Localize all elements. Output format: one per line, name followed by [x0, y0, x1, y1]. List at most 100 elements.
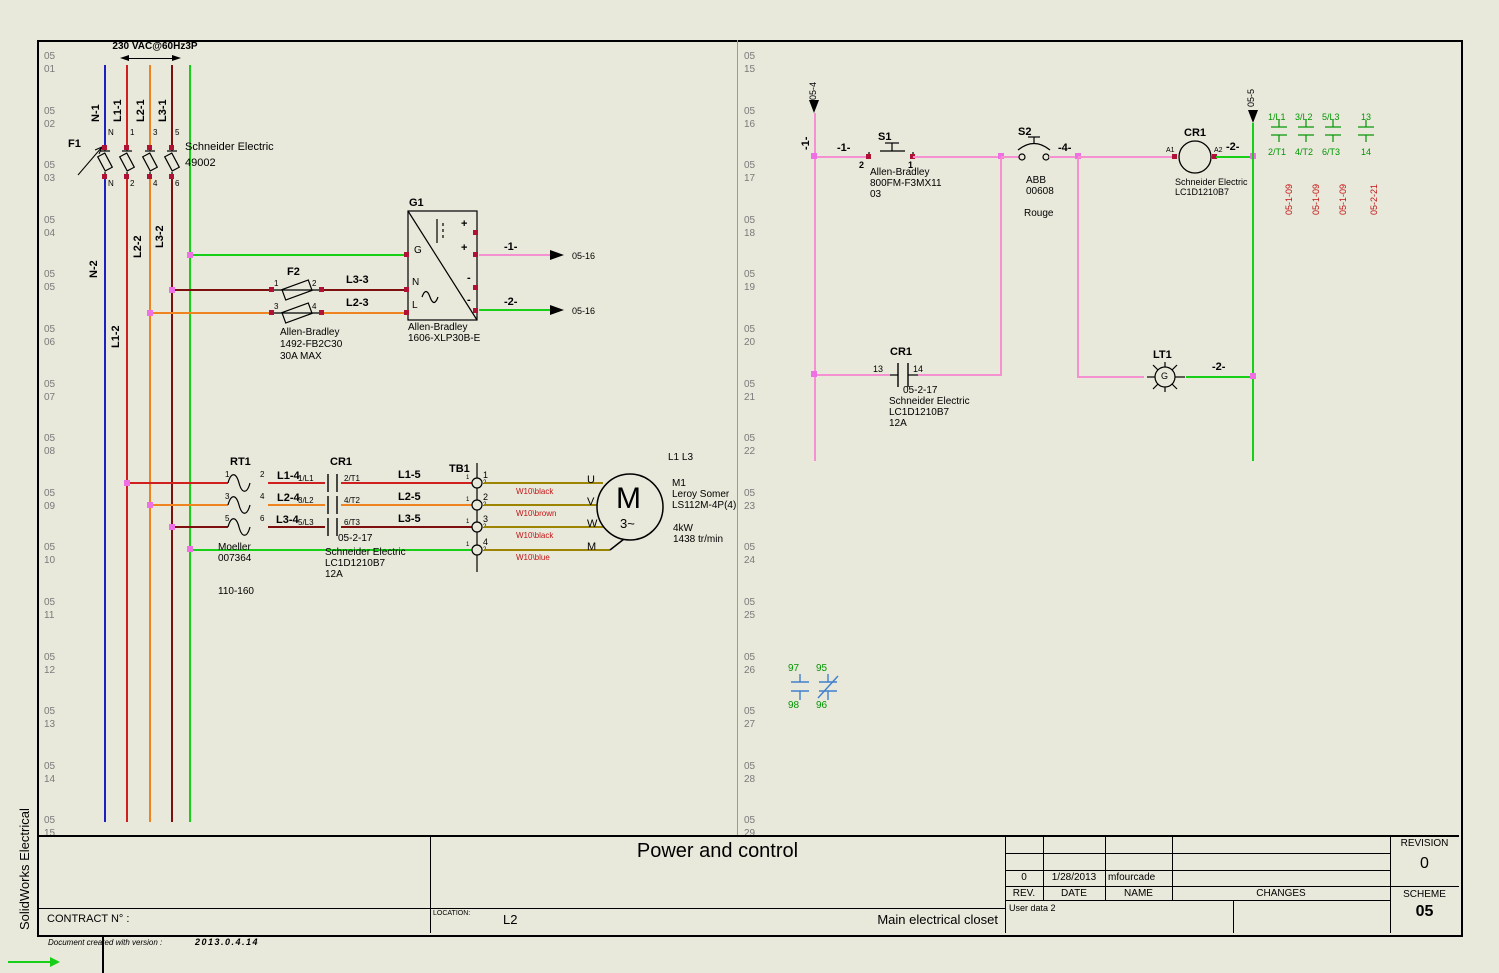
g1-power-supply-symbol[interactable]	[405, 205, 485, 325]
m1-motor-symbol[interactable]	[560, 445, 760, 580]
g1-term-minus: -	[467, 272, 471, 284]
s2-pushbutton-symbol[interactable]	[1012, 128, 1057, 163]
f2-fuse-symbol[interactable]	[265, 275, 335, 330]
xref-col-top: 1/L1	[1268, 112, 1286, 122]
rev-date: 1/28/2013	[1051, 872, 1097, 883]
wire-l15	[341, 482, 472, 484]
xref-col-bot: 4/T2	[1295, 147, 1314, 157]
aux-term-97: 97	[788, 663, 800, 674]
wire-l22-to-f2	[150, 312, 272, 314]
rev-header-date: DATE	[1061, 888, 1087, 899]
cr1-coil-manufacturer: Schneider Electric	[1175, 177, 1248, 187]
cr1-aux-contact-symbol[interactable]	[888, 360, 918, 390]
rev-table-col	[1105, 835, 1106, 900]
sidebar-app-label: SolidWorks Electrical	[17, 808, 32, 930]
s1-tag: S1	[878, 131, 892, 143]
tb1-side: 1	[466, 475, 470, 481]
cr1-coil-a1: A1	[1166, 147, 1175, 154]
row-marker: 05 21	[744, 378, 756, 403]
userdata-divider	[1233, 900, 1234, 933]
g1-term-l: L	[412, 300, 418, 311]
row-marker: 05 16	[744, 105, 756, 130]
wire-pe-tb1	[190, 549, 472, 551]
xref-col-top: 5/L3	[1322, 112, 1340, 122]
cr1-aux-note: 12A	[889, 418, 907, 429]
wire-label-l14: L1-4	[277, 470, 300, 482]
xref-col-bot: 6/T3	[1322, 147, 1341, 157]
row-marker: 05 10	[44, 542, 56, 567]
wire-l24	[268, 504, 325, 506]
cr1-term: 5/L3	[298, 518, 314, 527]
cr1-power-tag: CR1	[330, 456, 353, 468]
f1-term: 6	[175, 179, 180, 188]
location-label: LOCATION:	[433, 910, 471, 917]
g1-term-n: N	[412, 277, 420, 288]
wire-label-l33: L3-3	[346, 274, 369, 286]
wire-l1-1	[126, 65, 128, 148]
wire-l2-rt1	[150, 504, 228, 506]
row-marker: 05 02	[44, 105, 56, 130]
lt1-lamp-symbol[interactable]	[1144, 356, 1188, 400]
xref-col-ref: 05-1-09	[1338, 183, 1348, 215]
wire-ctrl-right-vert	[1252, 123, 1254, 461]
tb1-terminal-strip-symbol[interactable]	[463, 460, 493, 575]
motor-reference: LS112M-4P(4)	[672, 500, 737, 511]
motor-pe-label: L1 L3	[668, 452, 694, 463]
rev-table-line	[1005, 853, 1390, 854]
rt1-term: 3	[225, 492, 230, 501]
motor-tag: M1	[672, 478, 686, 489]
row-marker: 05 22	[744, 433, 756, 458]
drawing-border	[37, 40, 1463, 937]
cr1-aux-reference: LC1D1210B7	[889, 407, 950, 418]
row-marker: 05 25	[744, 596, 756, 621]
f1-manufacturer: Schneider Electric	[185, 141, 274, 153]
contract-label: CONTRACT N° :	[47, 913, 130, 925]
pan-arrow-line	[8, 961, 50, 963]
cr1-aux-xref: 05-2-17	[903, 385, 938, 396]
f1-fuse-switch-symbol[interactable]	[60, 125, 200, 195]
f2-term: 1	[274, 279, 279, 288]
g1-term-g: G	[414, 245, 422, 256]
cable-w	[484, 526, 604, 528]
rt1-overload-symbol[interactable]	[215, 470, 275, 540]
row-marker: 05 13	[44, 706, 56, 731]
row-marker: 05 23	[744, 487, 756, 512]
row-marker: 05 01	[44, 51, 56, 75]
wire-out2	[479, 309, 552, 311]
wire-l2-1	[149, 65, 151, 148]
wire-ctrl-2	[913, 156, 1001, 158]
cr1-term: 4/T2	[344, 496, 361, 505]
cable-label: W10\black	[516, 531, 554, 540]
s1-term-1: 1	[908, 160, 914, 170]
tb1-num: 3	[483, 514, 489, 524]
row-marker: 05 26	[744, 651, 756, 676]
cr1-power-xref: 05-2-17	[338, 533, 373, 544]
wire-l1-2	[126, 176, 128, 822]
cr1-power-contacts-symbol[interactable]	[320, 470, 350, 540]
wire-ctrl-left-vert	[814, 158, 816, 461]
wire-pe-to-g1	[190, 254, 408, 256]
f2-manufacturer: Allen-Bradley	[280, 327, 340, 338]
lt1-letter: G	[1161, 371, 1169, 381]
wire-label-n1: N-1	[90, 104, 102, 122]
wire-ctrl-2m	[1216, 156, 1253, 158]
row-marker: 05 08	[44, 433, 56, 458]
xref-col-top: 3/L2	[1295, 112, 1313, 122]
motor-phase: 3~	[620, 516, 635, 531]
tb1-tag: TB1	[449, 463, 470, 475]
cr1-power-reference: LC1D1210B7	[325, 558, 386, 569]
f1-reference: 49002	[185, 157, 216, 169]
xref-col-ref: 05-1-09	[1311, 183, 1321, 215]
wire-label-lamp-2: -2-	[1212, 361, 1226, 373]
cr1-coil-symbol[interactable]	[1176, 138, 1216, 178]
rev-table-line	[1005, 900, 1390, 901]
g1-reference: 1606-XLP30B-E	[408, 333, 481, 344]
wire-ctrl-1	[815, 156, 866, 158]
cable-label: W10\blue	[516, 553, 550, 562]
rev-name: mfourcade	[1108, 872, 1156, 883]
rev-value: 0	[1021, 872, 1027, 883]
tb1-num: 1	[483, 470, 489, 480]
wire-l33	[324, 289, 408, 291]
